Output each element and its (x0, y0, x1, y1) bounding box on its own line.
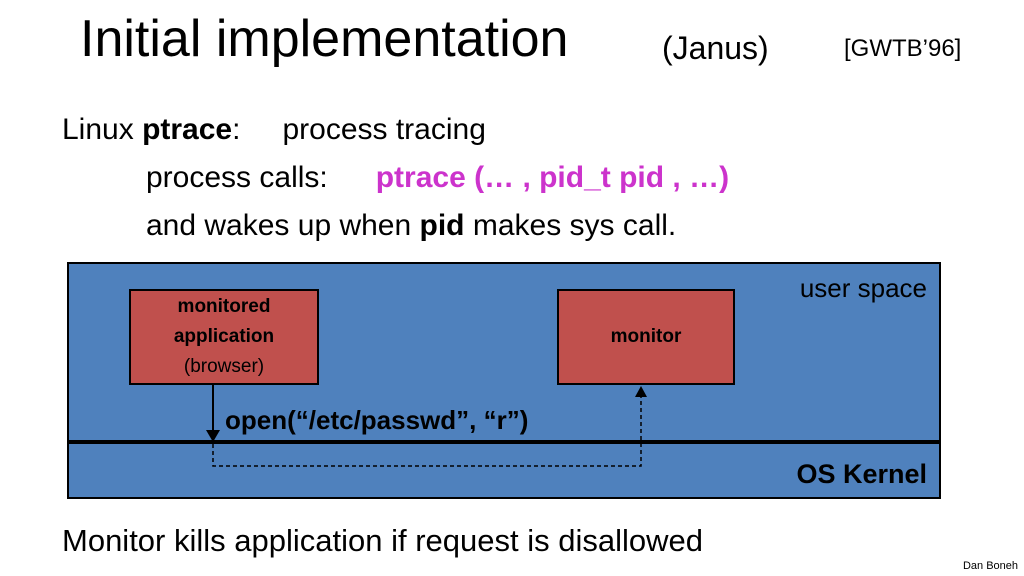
process-tracing-text: process tracing (282, 113, 486, 146)
architecture-diagram: user space OS Kernel monitored applicati… (67, 262, 941, 499)
app-label-line2: application (173, 326, 275, 347)
app-label-line1: monitored (177, 296, 271, 317)
process-calls-line: process calls: ptrace (… , pid_t pid , …) (146, 160, 729, 196)
os-kernel-label: OS Kernel (796, 459, 927, 489)
monitor-arrowhead (635, 386, 647, 397)
process-calls-text: process calls: (146, 161, 328, 194)
ptrace-signature: ptrace (… , pid_t pid , …) (375, 161, 730, 194)
ptrace-keyword: ptrace (142, 113, 233, 146)
syscall-arrowhead (206, 430, 220, 442)
colon-text: : (232, 113, 241, 146)
pid-keyword: pid (419, 209, 465, 242)
linux-text: Linux (62, 113, 143, 146)
monitor-label: monitor (610, 326, 682, 347)
makes-sys-call-text: makes sys call. (464, 209, 677, 242)
wakes-up-text: and wakes up when (146, 209, 420, 242)
slide-title: Initial implementation (80, 10, 569, 68)
app-label-line3: (browser) (183, 356, 265, 377)
author-credit: Dan Boneh (962, 560, 1018, 572)
kernel-boundary-line (69, 440, 939, 444)
monitored-application-box: monitored application (browser) (129, 289, 319, 385)
monitor-box: monitor (557, 289, 735, 385)
title-reference: [GWTB’96] (844, 35, 962, 62)
syscall-arrows (206, 385, 647, 467)
wakes-up-line: and wakes up when pid makes sys call. (146, 208, 676, 244)
trace-dashed-path (212, 396, 642, 467)
ptrace-line: Linux ptrace: process tracing (62, 112, 486, 148)
title-subtitle: (Janus) (662, 30, 769, 66)
footer-text: Monitor kills application if request is … (62, 523, 703, 558)
syscall-label: open(“/etc/passwd”, “r”) (225, 405, 529, 435)
user-space-label: user space (799, 273, 927, 303)
